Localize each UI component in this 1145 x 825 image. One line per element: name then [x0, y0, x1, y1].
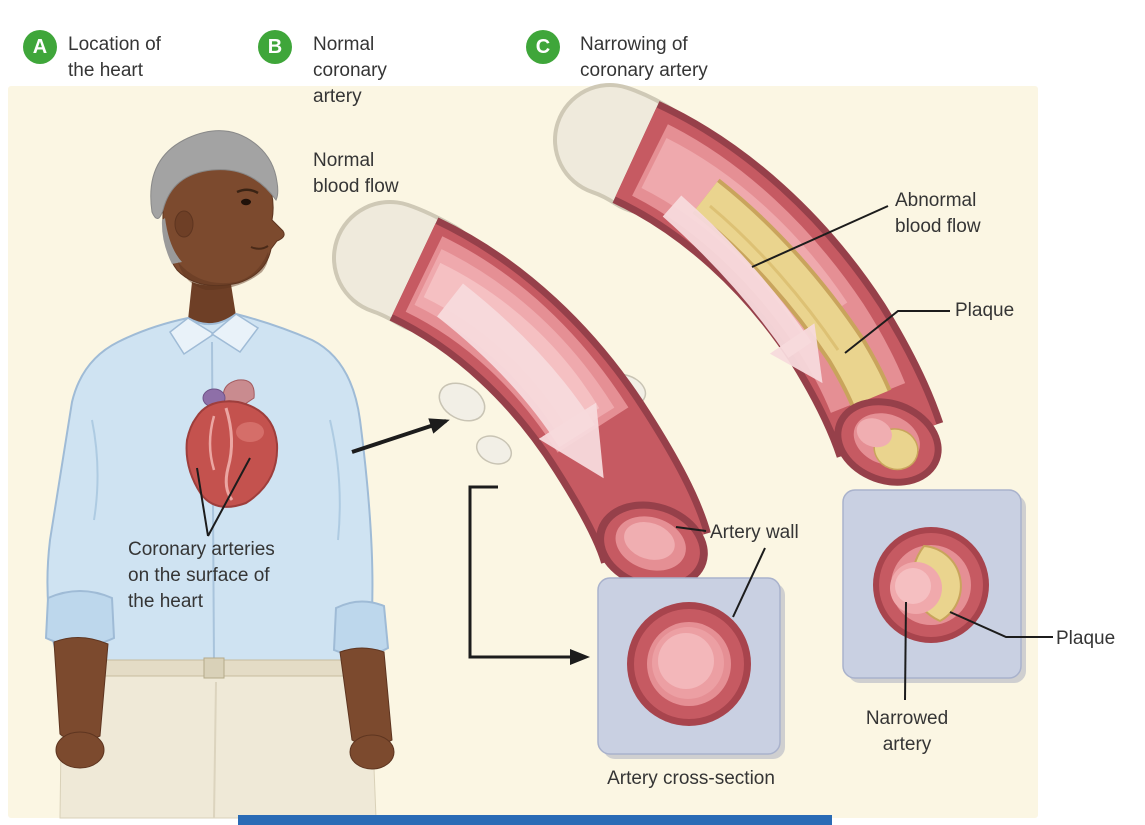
artery-normal-end-opening	[596, 501, 708, 591]
label-artery-cross-section: Artery cross-section	[607, 768, 775, 789]
cross-section-normal	[597, 577, 785, 759]
right-hand	[349, 734, 395, 770]
person-mouth	[250, 245, 269, 250]
person-neck	[188, 278, 236, 326]
connector-plaque-bottom	[949, 611, 1053, 638]
label-artery-wall: Artery wall	[710, 522, 799, 543]
connector-artery-wall-left	[675, 526, 707, 532]
artery-narrowed-end-opening	[834, 398, 942, 486]
artery-narrowed	[553, 83, 944, 486]
belt-buckle	[203, 657, 225, 679]
person-sideburn	[161, 218, 182, 264]
normal-flow-arrow	[437, 283, 604, 479]
cross-section-narrowed	[842, 489, 1026, 683]
label-plaque-bottom: Plaque	[1056, 628, 1116, 649]
shirt-collar-right	[210, 313, 260, 354]
artery-normal	[332, 200, 711, 591]
person-pants	[59, 667, 377, 819]
badge-a: A	[23, 30, 57, 64]
shirt-collar-left	[169, 317, 216, 356]
heart-highlight	[236, 422, 264, 442]
heart-illustration	[185, 379, 279, 508]
arrow-heart-to-artery	[351, 418, 450, 454]
label-coronary-arteries: Coronary arteries on the surface of the …	[128, 539, 275, 613]
connector-plaque-top	[844, 310, 950, 354]
label-normal-coronary-artery: Normal coronary artery	[313, 34, 387, 108]
label-plaque-top: Plaque	[955, 300, 1015, 321]
arrow-to-cross-section	[468, 485, 590, 665]
branch-stump	[438, 382, 486, 422]
shirt-fold-right	[329, 419, 341, 541]
heart-coronary-vessel-2	[208, 415, 216, 471]
label-narrowing-coronary-artery: Narrowing of coronary artery	[580, 34, 708, 82]
branch-stump	[475, 435, 513, 465]
connector-narrowed-artery	[904, 601, 907, 701]
pants-crease	[213, 681, 217, 819]
label-location-of-heart: Location of the heart	[68, 34, 161, 82]
abnormal-flow-arrow	[662, 195, 823, 384]
heart-coronary-vessel-1	[224, 407, 234, 501]
connector-artery-wall-down	[732, 547, 766, 618]
bottom-accent-bar	[238, 815, 832, 825]
shirt-fold-left	[91, 419, 99, 521]
label-narrowed-artery: Narrowed artery	[865, 708, 949, 756]
connector-abnormal-blood-flow	[751, 205, 889, 268]
person-ear	[174, 210, 194, 238]
person-hair	[150, 130, 279, 219]
left-forearm	[53, 637, 109, 742]
connector-coronary-right	[207, 457, 251, 537]
person-eyebrow	[236, 188, 259, 195]
person-eye	[241, 198, 251, 206]
right-cuff	[332, 600, 390, 657]
badge-b: B	[258, 30, 292, 64]
badge-c: C	[526, 30, 560, 64]
left-hand	[55, 731, 105, 769]
person-beard	[178, 252, 269, 290]
label-normal-blood-flow: Normal blood flow	[313, 150, 399, 198]
connector-coronary-left	[196, 467, 209, 537]
label-abnormal-blood-flow: Abnormal blood flow	[895, 190, 981, 238]
person-illustration	[44, 130, 395, 819]
